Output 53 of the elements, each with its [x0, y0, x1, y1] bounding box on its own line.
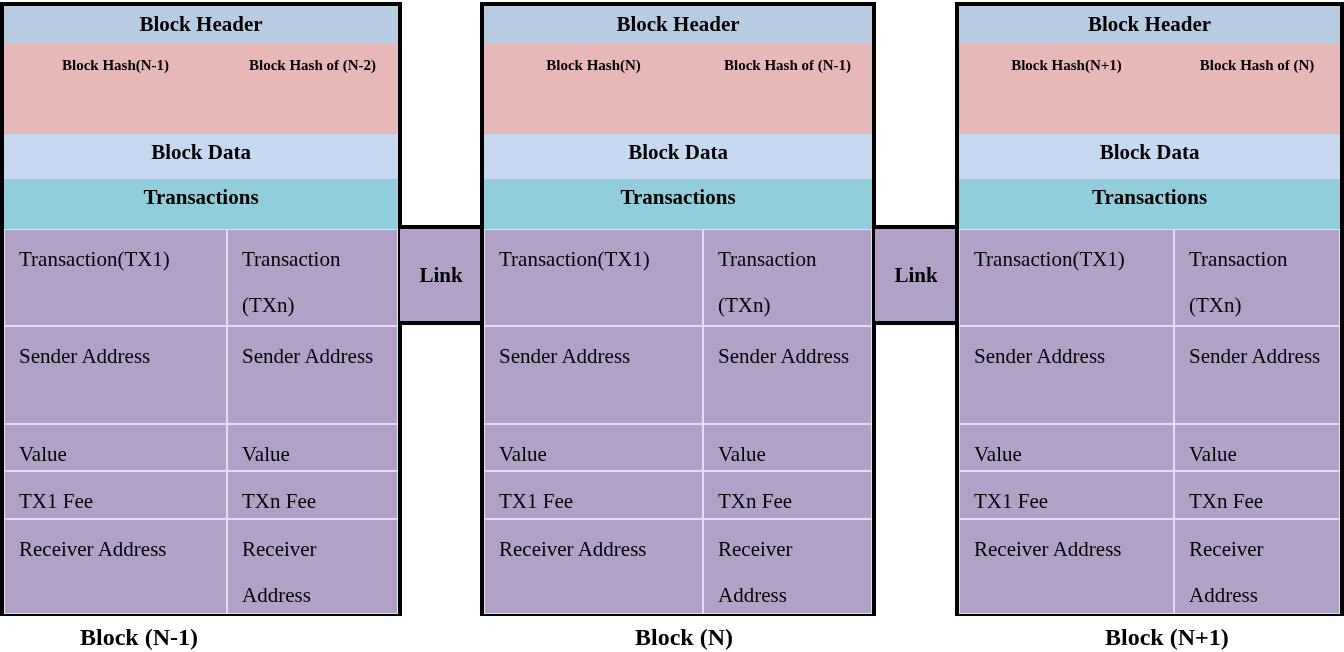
block-caption: Block (N) [635, 624, 733, 651]
table-cell: Sender Address [1174, 326, 1340, 424]
table-cell: Sender Address [959, 326, 1174, 424]
table-cell: Receiver Address [227, 519, 398, 614]
table-cell: Transaction (TXn) [703, 229, 872, 326]
header-cell: Transactions [4, 179, 398, 229]
link-box: Link [875, 225, 957, 325]
table-cell: Transaction(TX1) [4, 229, 227, 326]
block-caption: Block (N-1) [80, 624, 198, 651]
block-frame [0, 2, 402, 616]
header-cell: Block Hash(N) [484, 44, 703, 134]
header-cell: Block Data [484, 134, 872, 179]
link-box: Link [400, 225, 482, 325]
table-cell: Transaction (TXn) [1174, 229, 1340, 326]
table-cell: Value [484, 424, 703, 471]
table-cell: Sender Address [227, 326, 398, 424]
header-cell: Block Hash(N+1) [959, 44, 1174, 134]
table-cell: Value [959, 424, 1174, 471]
table-cell: TXn Fee [1174, 471, 1340, 519]
header-cell: Block Header [4, 6, 398, 44]
header-cell: Transactions [484, 179, 872, 229]
table-cell: Receiver Address [959, 519, 1174, 614]
header-cell: Block Hash of (N) [1174, 44, 1340, 134]
table-cell: Sender Address [484, 326, 703, 424]
table-cell: Sender Address [703, 326, 872, 424]
header-cell: Block Hash of (N-1) [703, 44, 872, 134]
table-cell: TX1 Fee [484, 471, 703, 519]
table-cell: Value [1174, 424, 1340, 471]
block-frame [955, 2, 1344, 616]
table-cell: Value [703, 424, 872, 471]
table-cell: TX1 Fee [959, 471, 1174, 519]
header-cell: Block Data [959, 134, 1340, 179]
block-frame [480, 2, 876, 616]
table-cell: Receiver Address [484, 519, 703, 614]
header-cell: Block Data [4, 134, 398, 179]
table-cell: Value [4, 424, 227, 471]
table-cell: Transaction(TX1) [484, 229, 703, 326]
header-cell: Block Header [959, 6, 1340, 44]
block-caption: Block (N+1) [1105, 624, 1229, 651]
table-cell: TXn Fee [227, 471, 398, 519]
header-cell: Block Hash(N-1) [4, 44, 227, 134]
table-cell: Transaction (TXn) [227, 229, 398, 326]
header-cell: Block Header [484, 6, 872, 44]
header-cell: Transactions [959, 179, 1340, 229]
table-cell: Transaction(TX1) [959, 229, 1174, 326]
table-cell: Receiver Address [1174, 519, 1340, 614]
header-cell: Block Hash of (N-2) [227, 44, 398, 134]
table-cell: TX1 Fee [4, 471, 227, 519]
table-cell: Sender Address [4, 326, 227, 424]
table-cell: Receiver Address [703, 519, 872, 614]
table-cell: TXn Fee [703, 471, 872, 519]
table-cell: Value [227, 424, 398, 471]
table-cell: Receiver Address [4, 519, 227, 614]
